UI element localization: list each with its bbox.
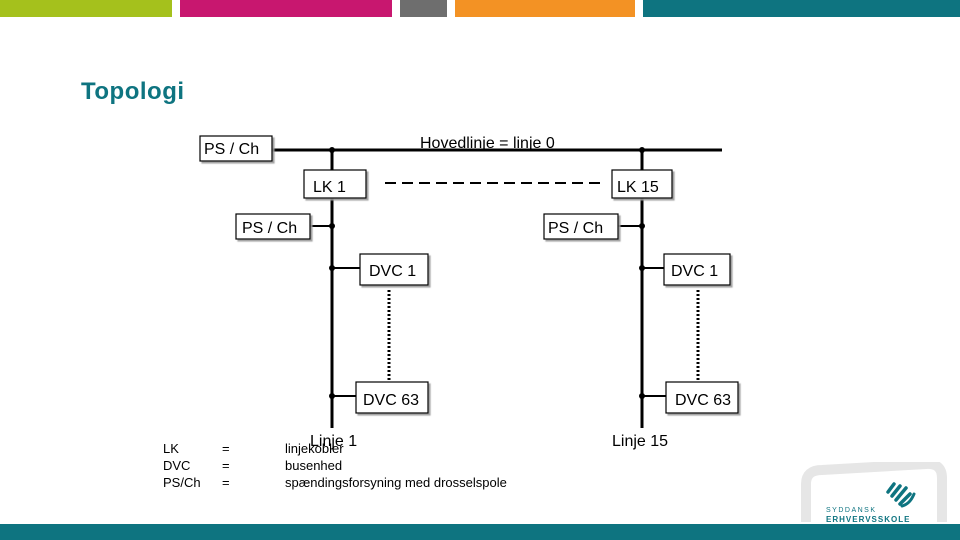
junction-dot <box>329 265 335 271</box>
syddansk-erhvervsskole-logo: SYDDANSK ERHVERVSSKOLE <box>800 458 950 528</box>
dvc1-line15-label: DVC 1 <box>671 263 718 280</box>
junction-dot <box>329 393 335 399</box>
legend-equals-sign: = <box>222 441 230 456</box>
hands-icon <box>886 482 916 508</box>
top-bar-magenta <box>180 0 392 17</box>
dvc1-line15-box <box>663 253 731 286</box>
dvc1-line1-box <box>359 253 429 286</box>
legend-descriptions: linjekobler busenhed spændingsforsyning … <box>285 440 507 491</box>
bottom-bar <box>0 524 960 540</box>
legend-abbreviations: LK DVC PS/Ch <box>163 440 201 491</box>
lk1-box <box>303 169 367 199</box>
page-title: Topologi <box>81 78 185 105</box>
main-line-label: Hovedlinje = linje 0 <box>420 135 555 152</box>
dvc63-line15-box <box>665 381 739 414</box>
line1-label: Linje 1 <box>310 433 357 450</box>
legend-equals-sign: = <box>222 458 230 473</box>
legend-desc-dvc: busenhed <box>285 458 343 473</box>
lk15-box <box>611 169 673 199</box>
ps-ch-line15-label: PS / Ch <box>548 220 603 237</box>
junction-dot <box>639 147 645 153</box>
junction-dot <box>329 223 335 229</box>
logo-line2: ERHVERVSSKOLE <box>826 515 910 524</box>
legend-desc-lk: linjekobler <box>285 441 344 456</box>
junction-dot <box>329 147 335 153</box>
legend-abbr-psch: PS/Ch <box>163 475 201 490</box>
top-bar-lime <box>0 0 172 17</box>
ps-ch-line1-label: PS / Ch <box>242 220 297 237</box>
legend-abbr-lk: LK <box>163 441 179 456</box>
legend-desc-psch: spændingsforsyning med drosselspole <box>285 475 507 490</box>
ps-ch-line15-box <box>543 213 619 240</box>
logo-line1: SYDDANSK <box>826 507 877 514</box>
dvc1-line1-label: DVC 1 <box>369 263 416 280</box>
ps-ch-line1-box <box>235 213 311 240</box>
dvc63-line1-label: DVC 63 <box>363 392 419 409</box>
top-bar-teal <box>643 0 960 17</box>
ps-ch-main-label: PS / Ch <box>204 141 259 158</box>
top-bar-gray <box>400 0 447 17</box>
legend-abbr-dvc: DVC <box>163 458 191 473</box>
top-bar-orange <box>455 0 635 17</box>
ps-ch-main-box <box>199 135 273 162</box>
dvc63-line1-box <box>355 381 429 414</box>
legend-equals-sign: = <box>222 475 230 490</box>
legend-equals: = = = <box>222 440 230 491</box>
junction-dot <box>639 393 645 399</box>
junction-dot <box>639 223 645 229</box>
junction-dot <box>639 265 645 271</box>
line15-label: Linje 15 <box>612 433 668 450</box>
lk1-label: LK 1 <box>313 179 346 196</box>
lk15-label: LK 15 <box>617 179 659 196</box>
dvc63-line15-label: DVC 63 <box>675 392 731 409</box>
